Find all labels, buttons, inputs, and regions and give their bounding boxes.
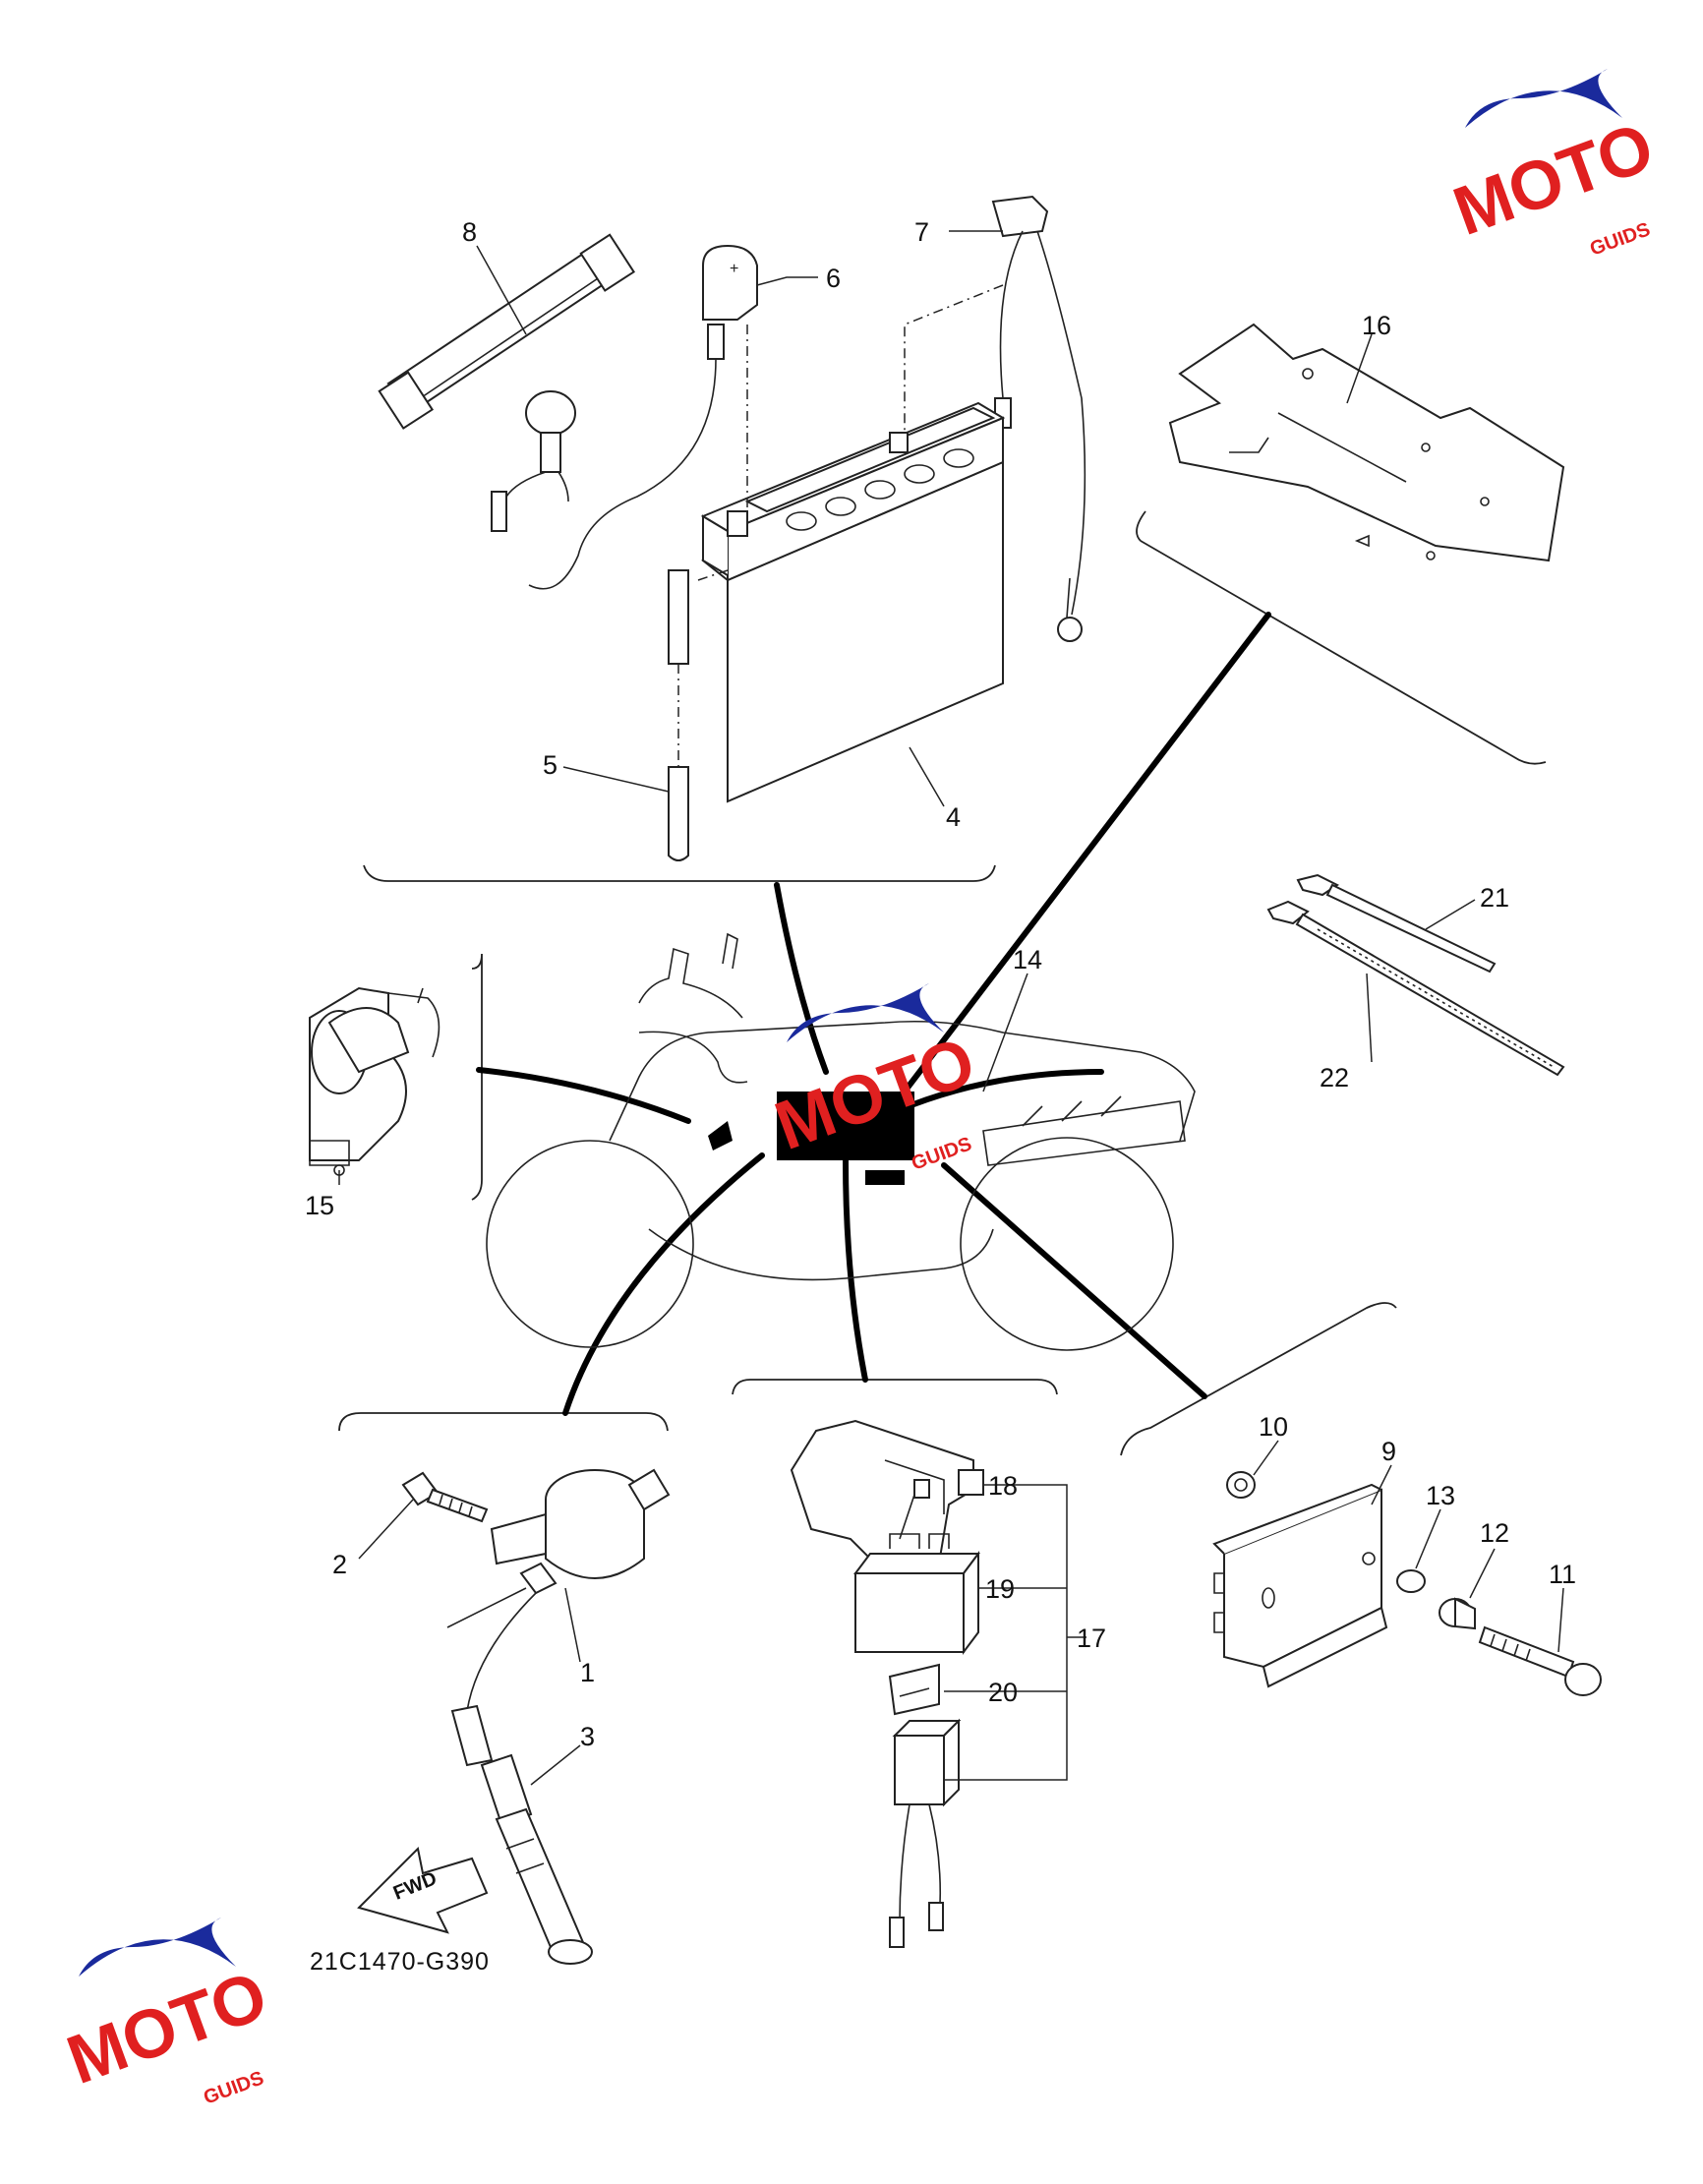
moto-guids-logo-bottom-left: MOTO GUIDS xyxy=(57,1918,276,2109)
callout-1: 1 xyxy=(580,1658,595,1687)
spark-plug-cap xyxy=(480,1753,593,1965)
collar-10 xyxy=(1226,1471,1256,1499)
callout-21: 21 xyxy=(1480,883,1509,913)
link-battery xyxy=(774,882,829,1075)
callout-15: 15 xyxy=(305,1191,334,1220)
callout-10: 10 xyxy=(1259,1412,1288,1442)
svg-text:GUIDS: GUIDS xyxy=(1587,218,1653,260)
link-ignition xyxy=(562,1152,765,1416)
callout-19: 19 xyxy=(985,1574,1015,1604)
leader-lines xyxy=(338,230,1564,1786)
svg-text:GUIDS: GUIDS xyxy=(909,1133,974,1174)
battery-tray-plate xyxy=(1168,323,1565,562)
callout-11: 11 xyxy=(1549,1560,1576,1589)
callout-14: 14 xyxy=(1013,945,1042,974)
bracket-17 xyxy=(944,1484,1086,1781)
callout-13: 13 xyxy=(1426,1481,1455,1510)
battery-group-frame xyxy=(363,864,996,882)
collar-12 xyxy=(1439,1597,1476,1630)
terminal-cover-and-lead: + xyxy=(491,244,758,590)
rectifier-group-frame xyxy=(1120,1302,1397,1456)
dash-line-7 xyxy=(904,284,1004,433)
callout-8: 8 xyxy=(462,217,477,247)
callout-3: 3 xyxy=(580,1722,595,1751)
breather-hose xyxy=(668,569,689,861)
link-tray xyxy=(902,612,1271,1094)
fuse xyxy=(888,1663,940,1716)
callout-17: 17 xyxy=(1077,1623,1106,1653)
bolt-11 xyxy=(1478,1625,1602,1696)
link-fuse xyxy=(843,1157,868,1383)
fuse-group-frame xyxy=(732,1379,1058,1395)
callout-18: 18 xyxy=(988,1471,1018,1501)
ignition-coil xyxy=(446,1468,671,1767)
cable-tie-21 xyxy=(1296,873,1497,974)
starter-relay xyxy=(853,1533,980,1655)
callout-9: 9 xyxy=(1381,1437,1396,1466)
svg-text:GUIDS: GUIDS xyxy=(201,2067,266,2108)
link-sensor xyxy=(476,1067,691,1124)
coil-bolt xyxy=(401,1471,489,1523)
callout-22: 22 xyxy=(1320,1063,1349,1092)
diagram-code: 21C1470-G390 xyxy=(310,1948,490,1976)
ignition-group-frame xyxy=(338,1412,669,1432)
washer-13 xyxy=(1396,1569,1426,1593)
negative-lead xyxy=(991,195,1086,642)
callout-12: 12 xyxy=(1480,1518,1509,1548)
moto-guids-logo-top-right: MOTO GUIDS xyxy=(1443,69,1663,261)
callout-4: 4 xyxy=(946,802,961,832)
callout-7: 7 xyxy=(914,217,929,247)
motorcycle-outline xyxy=(486,932,1196,1351)
sensor-group-frame xyxy=(471,953,483,1201)
link-rectifier xyxy=(941,1162,1207,1399)
callout-2: 2 xyxy=(332,1550,347,1579)
callout-5: 5 xyxy=(543,750,558,780)
fuse-box-cover xyxy=(790,1419,984,1570)
dash-line-5 xyxy=(697,569,729,581)
battery xyxy=(700,401,1006,803)
battery-band xyxy=(378,233,636,430)
cable-tie-22 xyxy=(1266,900,1565,1077)
svg-text:+: + xyxy=(730,261,738,277)
callout-20: 20 xyxy=(988,1678,1018,1707)
sensor-assembly xyxy=(309,986,440,1176)
callout-6: 6 xyxy=(826,264,841,293)
tray-group-frame xyxy=(1136,510,1547,765)
callout-labels: 8 6 7 16 5 4 14 15 21 22 10 9 13 12 11 1… xyxy=(305,217,1576,1751)
rectifier-regulator xyxy=(1212,1483,1388,1688)
forward-arrow: FWD xyxy=(357,1846,489,1934)
callout-16: 16 xyxy=(1362,311,1391,340)
fuse-holder xyxy=(889,1718,962,1948)
